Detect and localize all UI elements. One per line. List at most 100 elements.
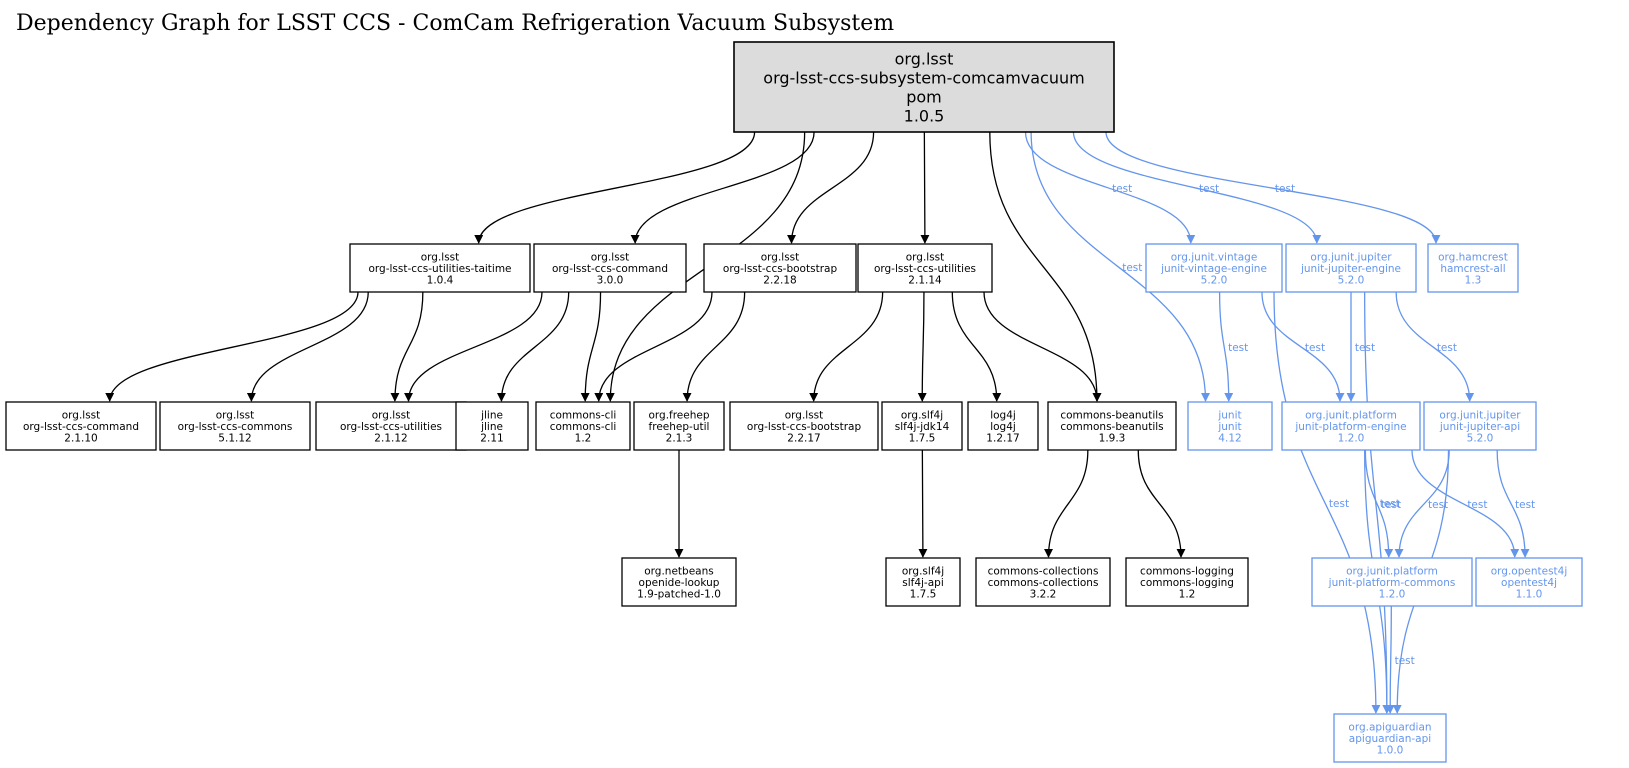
edge-utilities2114-to-beanutils [983, 291, 1102, 402]
node-box [1187, 401, 1273, 451]
node-version: 5.2.0 [1201, 275, 1228, 287]
node-group-id: commons-cli [550, 410, 617, 422]
node-version: 2.11 [480, 433, 503, 445]
edge-root-to-jupiterEngine [1072, 131, 1322, 244]
edge-root-to-hamcrest [1105, 131, 1441, 244]
node-version: 1.9.3 [1099, 433, 1126, 445]
node-artifact-id: slf4j-jdk14 [895, 421, 950, 433]
edge-platformCommons-to-apiguardian [1385, 605, 1395, 714]
node-artifact-id: org-lsst-ccs-bootstrap [747, 421, 862, 433]
node-artifact-id: junit [1217, 421, 1241, 433]
node-box [315, 401, 467, 451]
node-group-id: org.apiguardian [1348, 722, 1431, 734]
edge-jupiterEngine-to-apiguardian [1364, 291, 1392, 714]
node-group-id: org.slf4j [902, 566, 944, 578]
page-title: Dependency Graph for LSST CCS - ComCam R… [16, 11, 894, 36]
node-version: 2.1.12 [374, 433, 407, 445]
node-group-id: log4j [990, 410, 1016, 422]
edge-jupiterApi-to-opentest4j [1496, 449, 1530, 558]
node-artifact-id: hamcrest-all [1440, 263, 1505, 275]
node-version: 1.2.0 [1379, 589, 1406, 601]
node-box [1125, 557, 1249, 607]
edge-bootstrap2218-to-commonscli [594, 291, 713, 402]
node-artifact-id: freehep-util [649, 421, 710, 433]
node-version: 1.2.0 [1338, 433, 1365, 445]
node-box [633, 401, 725, 451]
node-openide: org.netbeansopenide-lookup1.9-patched-1.… [621, 557, 737, 607]
edge-vintage-to-apiguardian [1273, 291, 1381, 714]
node-version: 1.2 [575, 433, 592, 445]
edge-taitime-to-command2110 [105, 291, 359, 402]
edge-root-to-utilities2114 [920, 131, 930, 244]
node-artifact-id: openide-lookup [639, 577, 720, 589]
edge-taitime-to-utilities2112 [390, 291, 424, 402]
node-artifact-id: org-lsst-ccs-command [23, 421, 139, 433]
node-box [703, 243, 857, 293]
node-box [1311, 557, 1473, 607]
edge-root-to-command300 [630, 131, 815, 244]
node-group-id: org.lsst [372, 410, 411, 422]
edge-vintage-to-junit [1218, 291, 1234, 402]
node-box [5, 401, 157, 451]
edge-utilities2114-to-bootstrap2217 [809, 291, 884, 402]
edge-platformEngine-to-platformCommons [1364, 449, 1394, 558]
node-group-id: org.opentest4j [1491, 566, 1568, 578]
node-group-id: org.freehep [648, 410, 709, 422]
node-box [881, 401, 963, 451]
node-taitime: org.lsstorg-lsst-ccs-utilities-taitime1.… [349, 243, 531, 293]
node-group-id: org.lsst [62, 410, 101, 422]
node-box [1333, 713, 1447, 763]
node-artifact-id: jline [480, 421, 503, 433]
node-box [975, 557, 1111, 607]
node-box [967, 401, 1039, 451]
node-platformEngine: org.junit.platformjunit-platform-engine1… [1281, 401, 1421, 451]
node-group-id: org.lsst [906, 252, 945, 264]
node-artifact-id: org-lsst-ccs-utilities [874, 263, 976, 275]
node-group-id: org.hamcrest [1438, 252, 1508, 264]
edge-label: test [1112, 183, 1132, 195]
node-box [1475, 557, 1583, 607]
node-artifact-id: org-lsst-ccs-utilities-taitime [368, 263, 511, 275]
edge-command300-to-jline [496, 291, 570, 402]
edge-root-to-vintage [1024, 131, 1196, 244]
node-box [1285, 243, 1417, 293]
node-version: 1.3 [1465, 275, 1482, 287]
node-group-id: org.lsst [895, 50, 954, 69]
node-box [1427, 243, 1519, 293]
node-version: 1.0.5 [904, 107, 945, 126]
node-box [455, 401, 529, 451]
node-group-id: org.slf4j [901, 410, 943, 422]
edge-bootstrap2218-to-freehep [682, 291, 746, 402]
edge-command300-to-commonscli [580, 291, 602, 402]
edge-label: test [1381, 499, 1401, 511]
edge-utilities2114-to-slf4jjdk [917, 291, 927, 402]
edge-label: test [1122, 262, 1142, 274]
node-artifact-id: apiguardian-api [1349, 733, 1431, 745]
edge-label: test [1305, 342, 1325, 354]
node-version: 1.7.5 [909, 433, 936, 445]
node-vintage: org.junit.vintagejunit-vintage-engine5.2… [1145, 243, 1283, 293]
node-version: 5.2.0 [1338, 275, 1365, 287]
edge-label: test [1395, 655, 1415, 667]
node-version: 2.1.14 [908, 275, 942, 287]
edge-command300-to-utilities2112 [404, 291, 543, 402]
edge-label: test [1515, 499, 1535, 511]
node-artifact-id: commons-beanutils [1060, 421, 1163, 433]
edge-utilities2114-to-log4j [951, 291, 1002, 402]
node-box [1423, 401, 1537, 451]
node-box [885, 557, 961, 607]
node-group-id: jline [480, 410, 503, 422]
node-group-id: org.junit.platform [1346, 566, 1438, 578]
node-group-id: org.lsst [761, 252, 800, 264]
node-artifact-id: org-lsst-ccs-command [552, 263, 668, 275]
node-artifact-id: junit-jupiter-engine [1300, 263, 1401, 275]
